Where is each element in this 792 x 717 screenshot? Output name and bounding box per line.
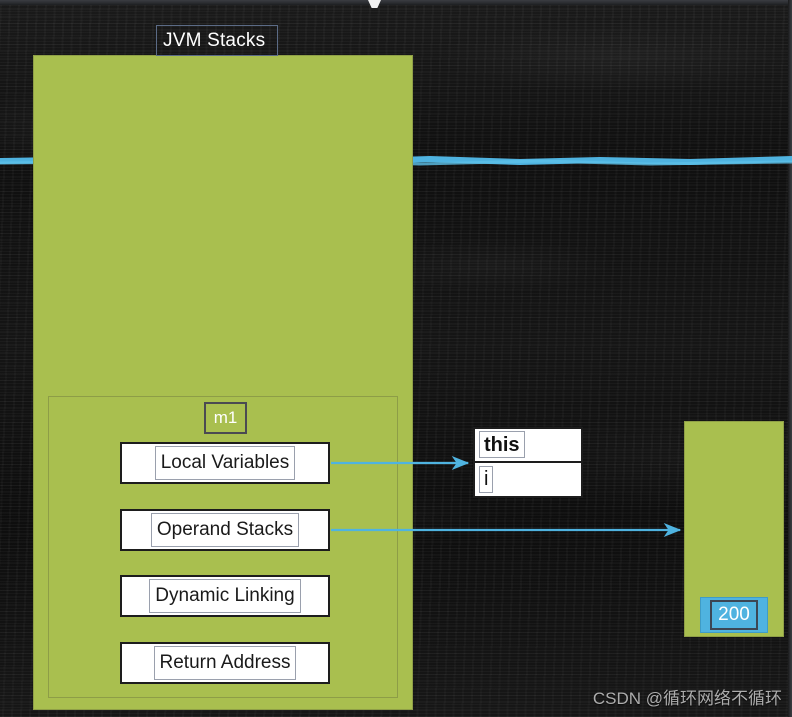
heap-value-label: 200 xyxy=(710,600,758,630)
local-variable-row-this-label: this xyxy=(479,431,525,459)
local-variable-row-i-label: i xyxy=(479,465,494,493)
m1-frame-label-text: m1 xyxy=(213,408,238,427)
frame-row-return-address: Return Address xyxy=(120,642,330,684)
jvm-stacks-label: JVM Stacks xyxy=(156,25,278,56)
local-variable-row-i: i xyxy=(475,463,581,497)
watermark: CSDN @循环网络不循环 xyxy=(592,689,782,708)
top-edge-strip xyxy=(0,0,792,5)
m1-stack-frame xyxy=(48,396,398,698)
frame-row-local-variables-label: Local Variables xyxy=(154,446,296,480)
frame-row-dynamic-linking: Dynamic Linking xyxy=(120,575,330,617)
right-edge-strip xyxy=(788,0,792,717)
local-variable-table: this i xyxy=(473,427,583,498)
heap-value-box: 200 xyxy=(700,597,768,633)
frame-row-dynamic-linking-label: Dynamic Linking xyxy=(149,579,301,613)
cursor-marker-icon xyxy=(368,0,381,8)
frame-row-return-address-label: Return Address xyxy=(153,646,297,680)
frame-row-operand-stacks-label: Operand Stacks xyxy=(150,513,300,547)
m1-frame-label: m1 xyxy=(204,402,247,434)
jvm-stacks-label-text: JVM Stacks xyxy=(163,29,266,51)
local-variable-row-this: this xyxy=(475,429,581,463)
frame-row-operand-stacks: Operand Stacks xyxy=(120,509,330,551)
frame-row-local-variables: Local Variables xyxy=(120,442,330,484)
